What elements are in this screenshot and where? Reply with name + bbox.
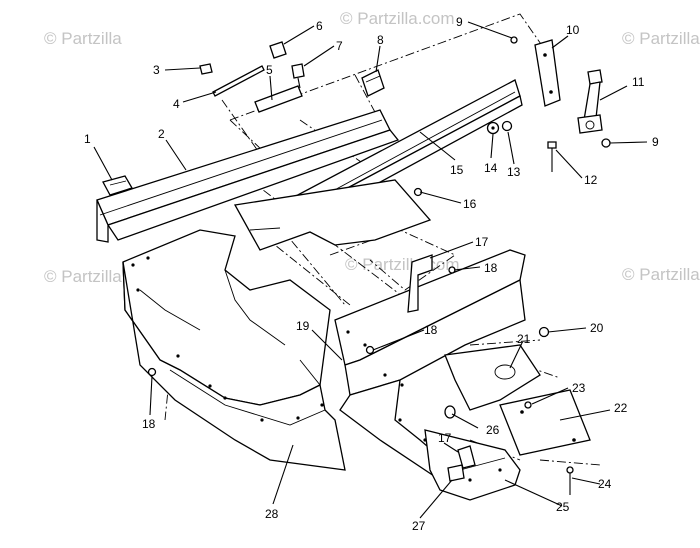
callout-27: 27	[412, 519, 426, 533]
nut-part-14	[486, 121, 500, 135]
callout-13: 13	[507, 165, 521, 179]
callout-12: 12	[584, 173, 598, 187]
callout-2: 2	[158, 127, 165, 141]
callout-11: 11	[632, 75, 645, 89]
callout-3: 3	[153, 63, 160, 77]
stud-part-12	[547, 141, 557, 172]
callout-22: 22	[614, 401, 628, 415]
bracket-part-17-lower	[457, 445, 476, 469]
fastener-part-18-mid	[365, 345, 375, 355]
pad-part-5	[254, 85, 303, 113]
shock-part-11	[577, 69, 603, 134]
callout-18-left: 18	[142, 417, 156, 431]
nut-part-13	[501, 120, 513, 132]
watermark: © Partzilla.com	[345, 255, 460, 274]
callout-24: 24	[598, 477, 612, 491]
callout-20: 20	[590, 321, 604, 335]
screw-part-7	[291, 63, 305, 89]
callout-18-right: 18	[484, 261, 498, 275]
callout-9-top: 9	[456, 15, 463, 29]
callout-18-mid: 18	[424, 323, 438, 337]
watermark: © Partzilla.com	[622, 265, 700, 284]
grommet-part-26	[444, 405, 456, 419]
bracket-part-21	[444, 344, 541, 411]
screw-part-3	[199, 63, 213, 75]
lower-body-part-28	[122, 229, 346, 471]
nut-part-20	[538, 326, 550, 338]
bracket-part-1	[102, 175, 133, 196]
callout-7: 7	[336, 39, 343, 53]
callout-1: 1	[84, 132, 91, 146]
plate-part-22	[499, 389, 591, 456]
callout-4: 4	[173, 97, 180, 111]
callout-9-right: 9	[652, 135, 659, 149]
callout-23: 23	[572, 381, 586, 395]
watermark: © Partzilla.com	[622, 29, 700, 48]
callout-26: 26	[486, 423, 500, 437]
callout-21: 21	[517, 332, 531, 346]
callout-19: 19	[296, 319, 310, 333]
strap-part-10	[534, 39, 561, 107]
fastener-part-9-top	[510, 36, 518, 44]
callout-25: 25	[556, 500, 570, 514]
clip-part-8	[361, 69, 385, 97]
callout-16: 16	[463, 197, 477, 211]
bracket-part-17-upper	[407, 254, 433, 313]
watermark: © Partzilla.com	[340, 9, 455, 28]
side-member-part-19	[334, 249, 526, 481]
callout-15: 15	[450, 163, 464, 177]
callout-17-upper: 17	[475, 235, 489, 249]
floor-panel	[233, 179, 432, 251]
knob-part-6	[269, 41, 287, 59]
callout-10: 10	[566, 23, 580, 37]
clip-part-27	[447, 464, 465, 482]
callout-6: 6	[316, 19, 323, 33]
callout-5: 5	[266, 63, 273, 77]
callout-17-lower: 17	[438, 431, 452, 445]
watermark: © Partzilla	[44, 29, 122, 48]
callout-14: 14	[484, 161, 498, 175]
leader-lines	[93, 21, 648, 519]
callout-8: 8	[377, 33, 384, 47]
callout-numbers: 1 2 3 4 5 6 7 8 9 10 11 9 12 13 14 15 16…	[84, 15, 659, 533]
fastener-part-18-left	[147, 367, 157, 377]
upper-rail-part-2	[96, 109, 400, 243]
strip-part-4	[212, 65, 265, 97]
fastener-part-23	[524, 401, 532, 409]
callout-28: 28	[265, 507, 279, 521]
fastener-part-9-right	[601, 138, 611, 148]
bolt-part-24	[566, 466, 574, 495]
